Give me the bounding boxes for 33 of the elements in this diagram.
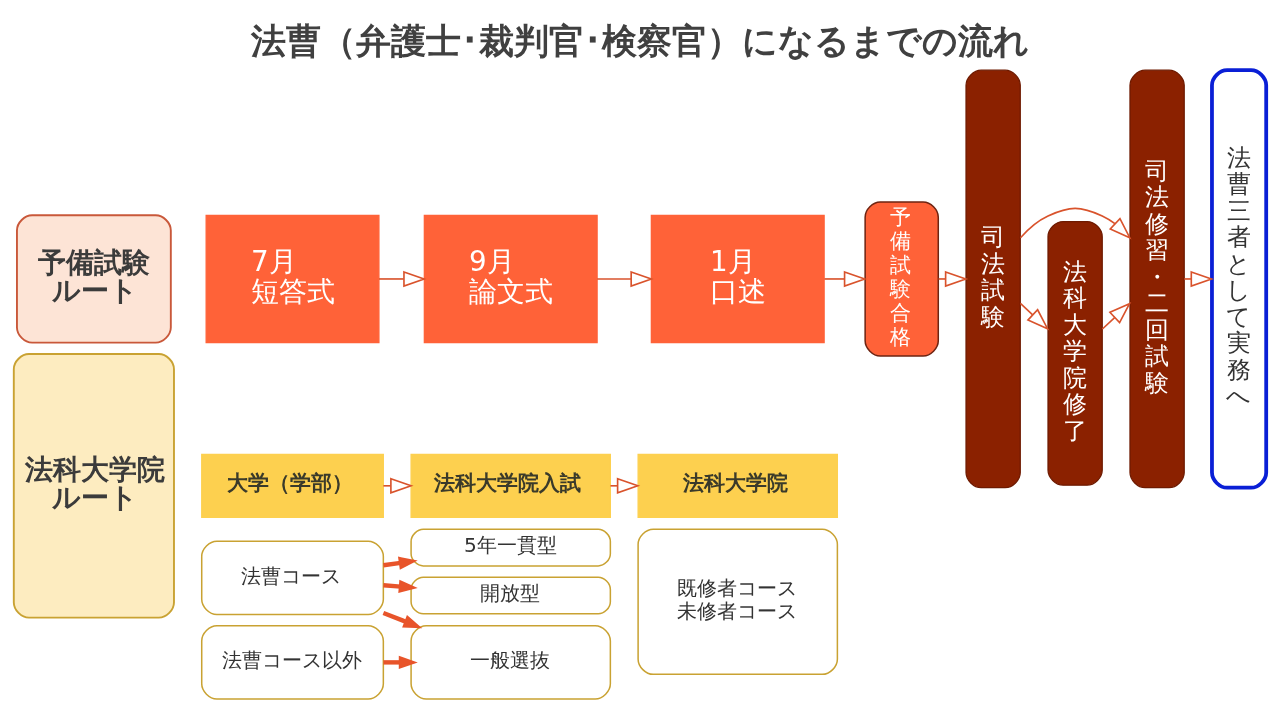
node-box: 予備試験ルート (16, 213, 172, 344)
arrow (609, 477, 641, 494)
node-box: 1月 口述 (650, 214, 825, 343)
arrow (383, 579, 418, 593)
arrow (823, 270, 868, 287)
node-box: 司法試験 (965, 69, 1021, 488)
node-box: 法科大学院 (637, 453, 838, 518)
node-box: 大学（学部） (201, 453, 384, 518)
node-box: 法科大学院入試 (410, 453, 611, 518)
arrow (1101, 301, 1132, 330)
node-box: 一般選抜 (410, 624, 612, 700)
arrow (937, 270, 969, 287)
node-box: 法曹三者として実務へ (1210, 67, 1269, 490)
node-box: 9月 論文式 (423, 214, 598, 343)
diagram-title: 法曹（弁護士･裁判官･検察官）になるまでの流れ (250, 19, 1029, 61)
node-box: 開放型 (410, 576, 612, 615)
node-box: 法曹コース (200, 540, 385, 615)
arrow (382, 610, 423, 628)
node-box: 法曹コース以外 (200, 624, 385, 700)
node-box: 法科大学院修了 (1047, 220, 1103, 486)
arrow (383, 556, 418, 570)
node-box: 法科大学院ルート (12, 352, 175, 619)
arrow (596, 270, 654, 287)
arrow (378, 270, 427, 287)
node-box: 5年一貫型 (410, 528, 612, 567)
arrow (1019, 207, 1132, 239)
node-box: 既修者コース 未修者コース (637, 528, 839, 675)
arrow (1183, 270, 1214, 287)
arrow (382, 477, 414, 494)
node-box: 7月 短答式 (205, 214, 380, 343)
node-box: 予備試験合格 (864, 200, 940, 357)
arrow (383, 655, 418, 669)
node-box: 司法修習・二回試験 (1129, 69, 1185, 488)
